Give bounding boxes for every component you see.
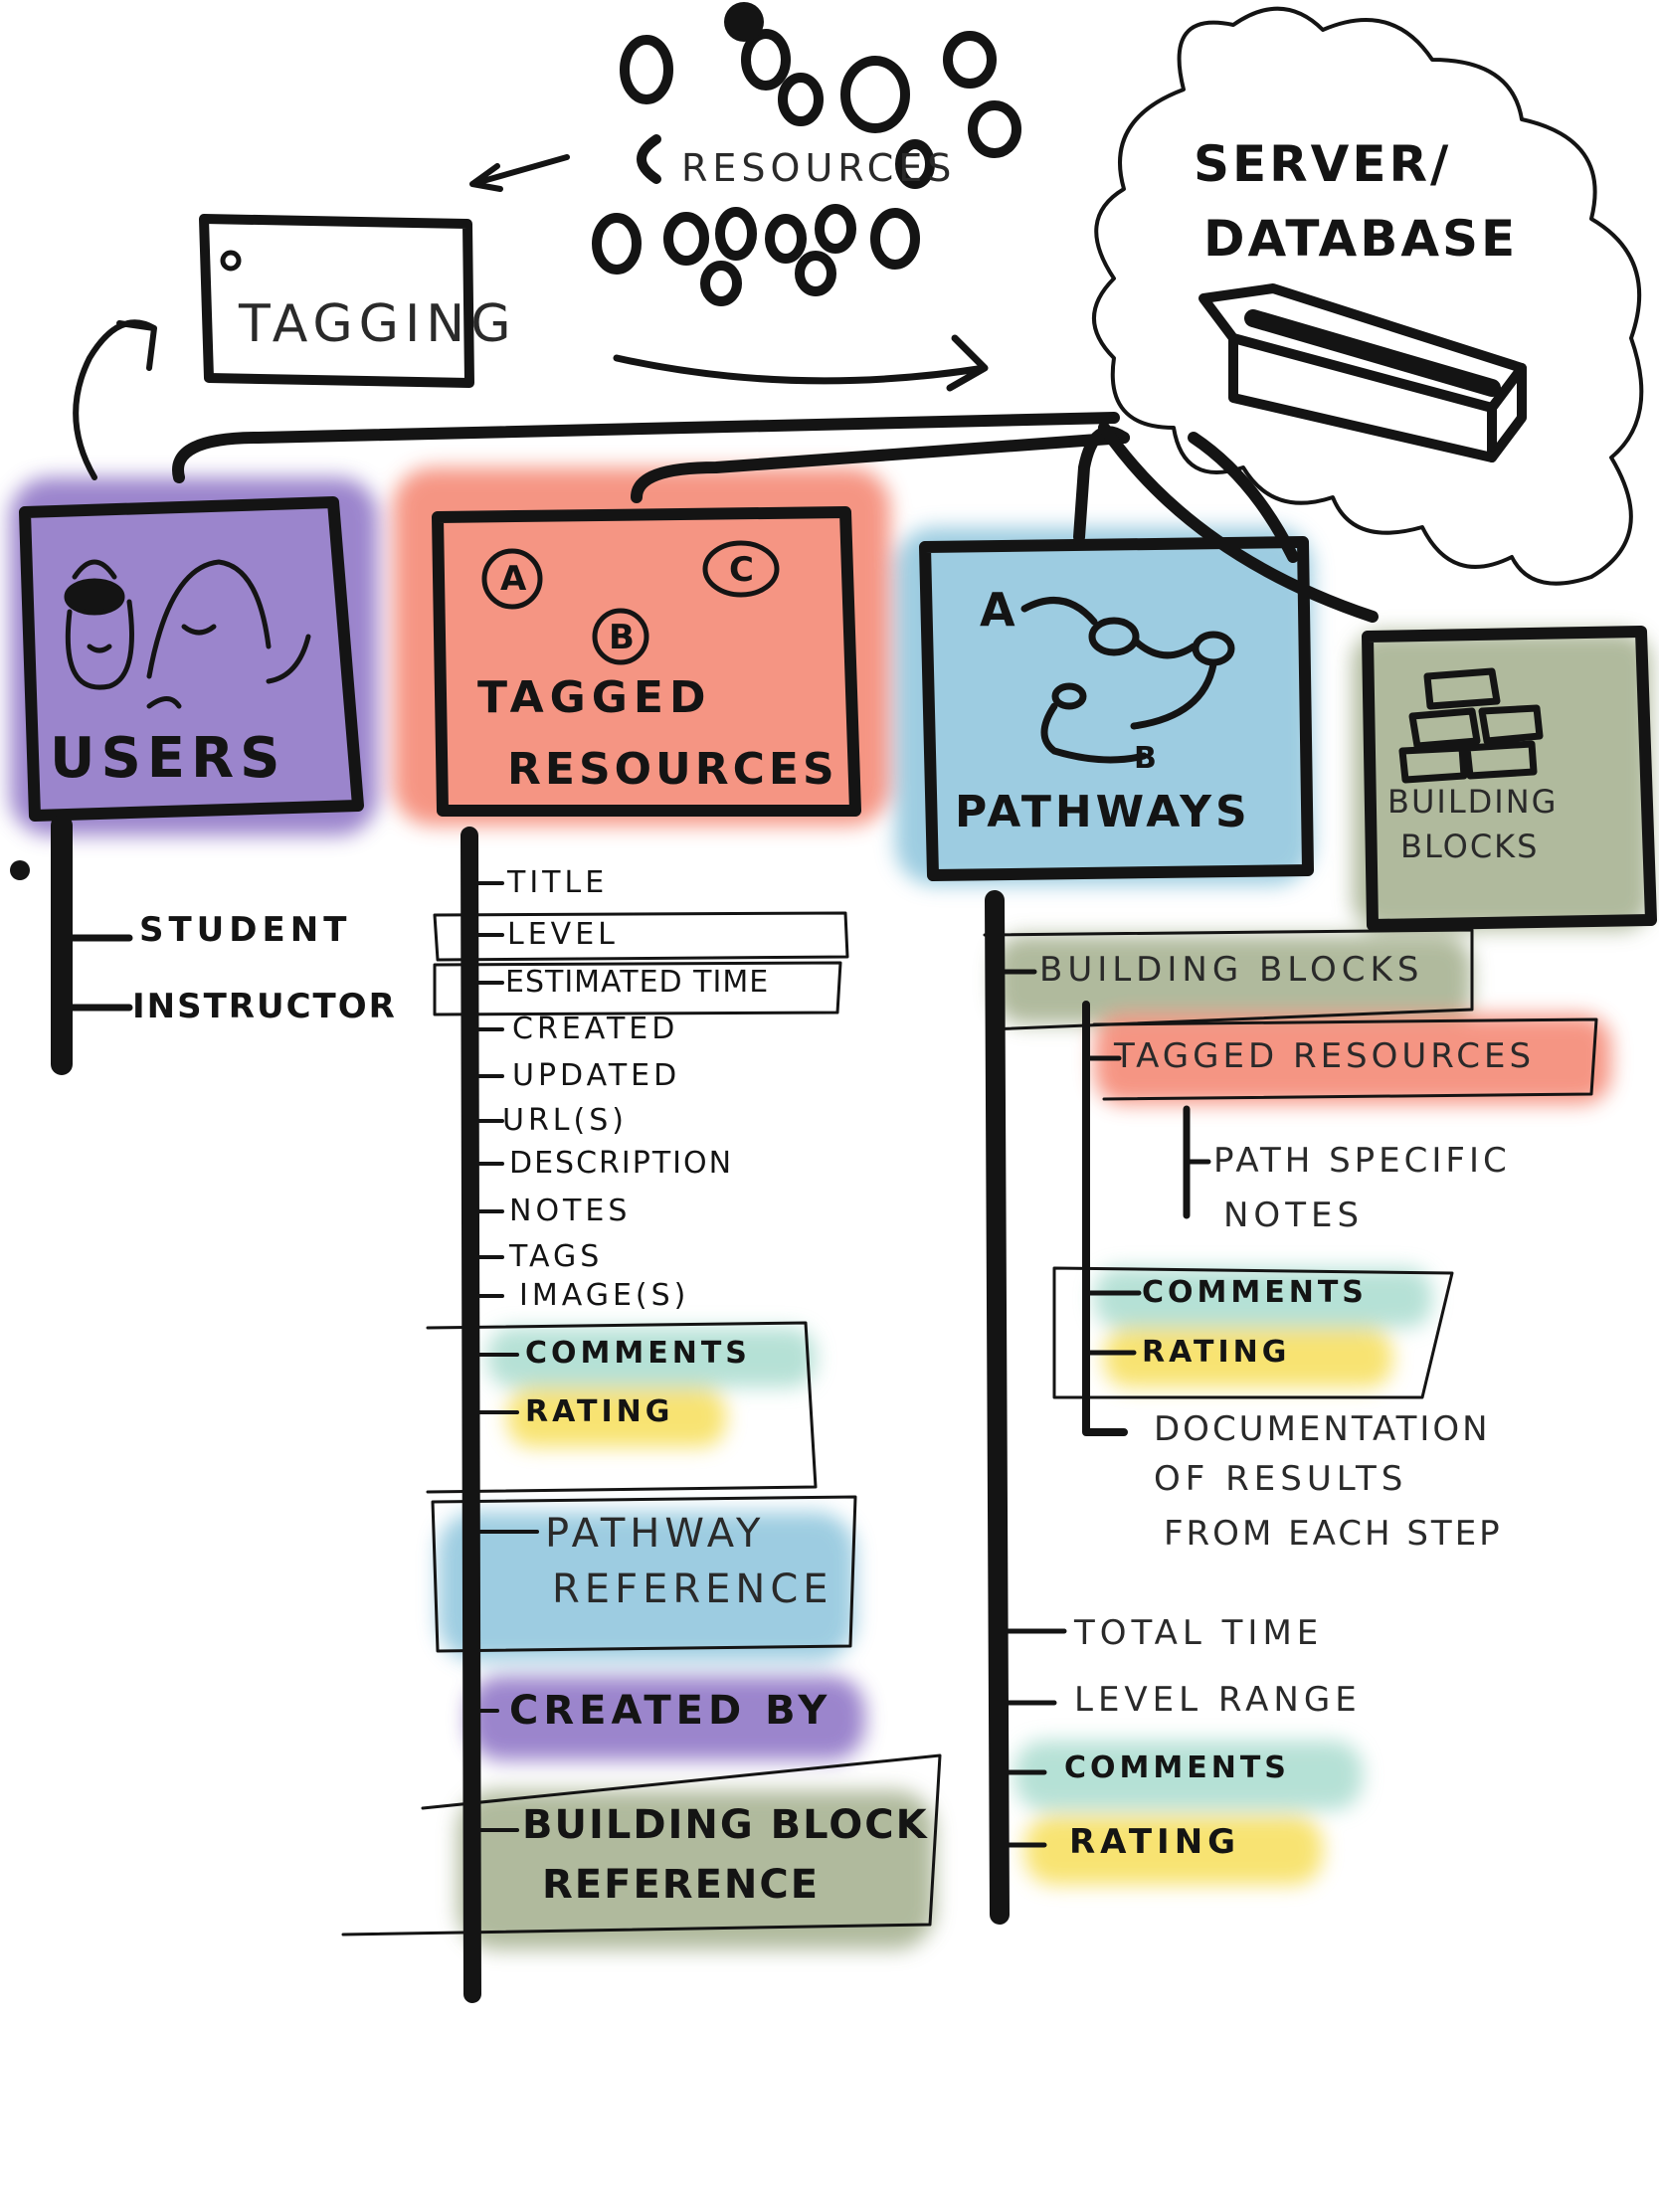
pathways-marker-a: A [980,583,1015,637]
pathways-total-time: TOTAL TIME [1074,1613,1324,1653]
pathways-comments2: COMMENTS [1064,1751,1290,1785]
tagged-block-ref-line1: BUILDING BLOCK [522,1802,929,1848]
database-label: DATABASE [1203,210,1519,268]
tagged-marker-b: B [609,618,635,657]
pathways-doc-line2: OF RESULTS [1154,1459,1408,1499]
pw-rating2-wash [1024,1815,1323,1885]
pathways-rating2: RATING [1069,1822,1241,1862]
users-title: USERS [50,726,286,791]
resources-to-tagging-arrow [469,154,570,192]
building-blocks-line1: BUILDING [1387,783,1559,821]
tagged-field-title: TITLE [507,865,609,900]
tagged-field-created: CREATED [512,1012,679,1046]
tagged-field-notes: NOTES [509,1194,632,1228]
pathways-doc-line1: DOCUMENTATION [1154,1409,1491,1449]
tagging-dot [220,250,242,272]
pathways-route-icon [1020,597,1235,764]
pathways-rating: RATING [1142,1335,1291,1370]
pathways-level-range: LEVEL RANGE [1074,1680,1362,1720]
resource-dot [724,2,764,42]
pathways-wash [895,527,1313,885]
pathway-tagged-wash [1094,1014,1611,1104]
pathway-bb-wash [995,935,1472,1024]
resource-circles [592,29,1021,306]
pathways-building-blocks: BUILDING BLOCKS [1039,950,1424,990]
pw-comments-wash [1094,1268,1432,1328]
tagged-field-estimated-time: ESTIMATED TIME [505,965,770,1000]
bricks-icon [1398,667,1544,784]
users-to-tagging-arrow [73,319,157,480]
pathways-marker-b: B [1134,741,1157,776]
building-blocks-wash [1353,632,1651,930]
users-role-student: STUDENT [139,910,352,950]
tagged-resources-box [432,506,861,817]
tagged-pathway-ref-line2: REFERENCE [552,1567,833,1612]
created-by-wash [467,1676,865,1760]
pw-comments2-wash [1014,1741,1363,1810]
pathways-doc-line3: FROM EACH STEP [1164,1514,1503,1554]
tagged-field-images: IMAGE(S) [519,1278,690,1313]
tagging-label: TAGGING [239,294,517,354]
pw-rating-wash [1104,1328,1392,1387]
tagged-created-by: CREATED BY [509,1688,832,1734]
tagged-pathway-ref-line1: PATHWAY [545,1511,766,1557]
tagged-rating: RATING [525,1394,674,1429]
tagged-title-line1: TAGGED [477,672,712,723]
users-faces-icon [64,559,311,709]
tagged-block-ref-line2: REFERENCE [542,1862,821,1908]
tagged-title-line2: RESOURCES [507,744,838,795]
server-cloud [1092,6,1644,586]
tagged-comments: COMMENTS [525,1336,751,1371]
tagging-box [199,214,474,388]
tagged-field-updated: UPDATED [512,1058,681,1093]
users-dot [10,860,30,880]
resources-label: RESOURCES [681,146,957,190]
users-box [19,496,364,822]
tr-rating-wash [507,1387,726,1447]
pathways-comments: COMMENTS [1142,1275,1368,1310]
tagged-field-description: DESCRIPTION [509,1146,734,1181]
pathways-trunk [985,890,1010,1925]
pathways-ticks [997,969,1211,1848]
resources-to-server-arrow [613,334,989,392]
building-blocks-box [1362,626,1657,931]
building-blocks-line2: BLOCKS [1400,828,1540,865]
pathways-title: PATHWAYS [955,787,1251,837]
database-tray-icon [1198,283,1527,462]
block-ref-wash [458,1790,935,1949]
pathways-subtrunk [1082,1001,1128,1436]
tagged-field-level: LEVEL [507,917,619,952]
pathways-path-notes-line2: NOTES [1223,1196,1365,1235]
tagged-marker-c: C [729,550,754,590]
tagged-field-tags: TAGS [509,1239,604,1274]
pathway-ref-wash [438,1512,855,1661]
tr-comments-wash [487,1328,816,1387]
pathways-tagged-resources: TAGGED RESOURCES [1114,1036,1536,1076]
tagged-resources-wash [393,467,890,826]
tagged-trunk [461,827,481,2003]
pathways-frames [983,928,1598,1399]
tagged-field-ticks [471,881,539,1832]
users-role-instructor: INSTRUCTOR [132,987,397,1026]
tagged-field-urls: URL(S) [502,1103,628,1138]
tagged-group-frames [341,911,942,1936]
tagged-markers [481,540,780,665]
pathways-path-notes-line1: PATH SPECIFIC [1213,1141,1511,1181]
server-label: SERVER/ [1194,135,1452,193]
tagged-marker-a: A [500,559,527,599]
pathways-box [919,536,1314,881]
